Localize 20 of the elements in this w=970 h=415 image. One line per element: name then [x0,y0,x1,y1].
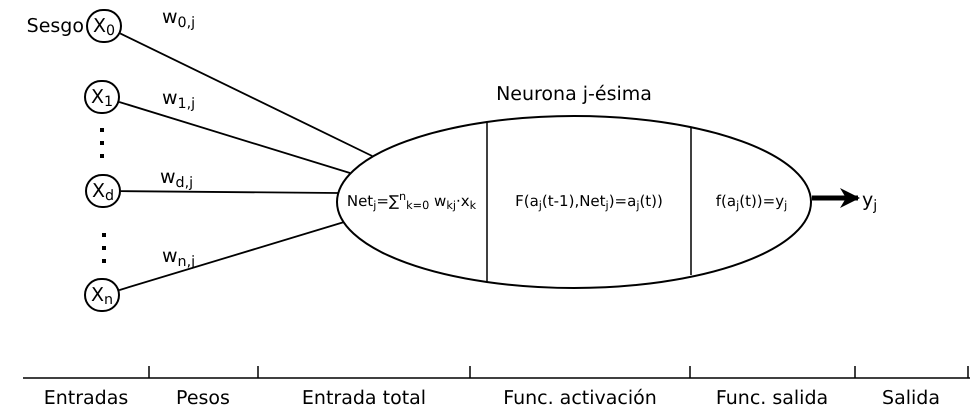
weight-label: w$_{d,j}$ [160,166,194,188]
weight-label: w$_{0,j}$ [162,6,196,28]
formula-text: f(a$_{j}$(t))=y$_{j}$ [716,190,788,212]
output-label: y$_{j}$ [862,189,878,211]
formula-text: Net$_{j}$=∑$^{n}$$_{k=0}$ w$_{kj}$·x$_{k}$ [346,190,476,212]
connector-line [120,32,373,157]
stage-label: Entrada total [302,386,426,411]
stage-label: Pesos [176,386,230,411]
connector-line [118,101,350,174]
stage-label: Salida [882,386,940,411]
connector-line [118,221,344,291]
bias-label: Sesgo [26,15,84,37]
arrow [812,188,860,208]
weight-label: w$_{1,j}$ [162,87,196,109]
stage-label: Func. activación [503,386,657,411]
stage-label: Entradas [44,386,128,411]
neuron-title: Neurona j-ésima [496,82,652,107]
connector-line [121,190,338,194]
stage-label: Func. salida [716,386,828,411]
formula-text: F(a$_{j}$(t-1),Net$_{j}$)=a$_{j}$(t)) [515,190,663,212]
